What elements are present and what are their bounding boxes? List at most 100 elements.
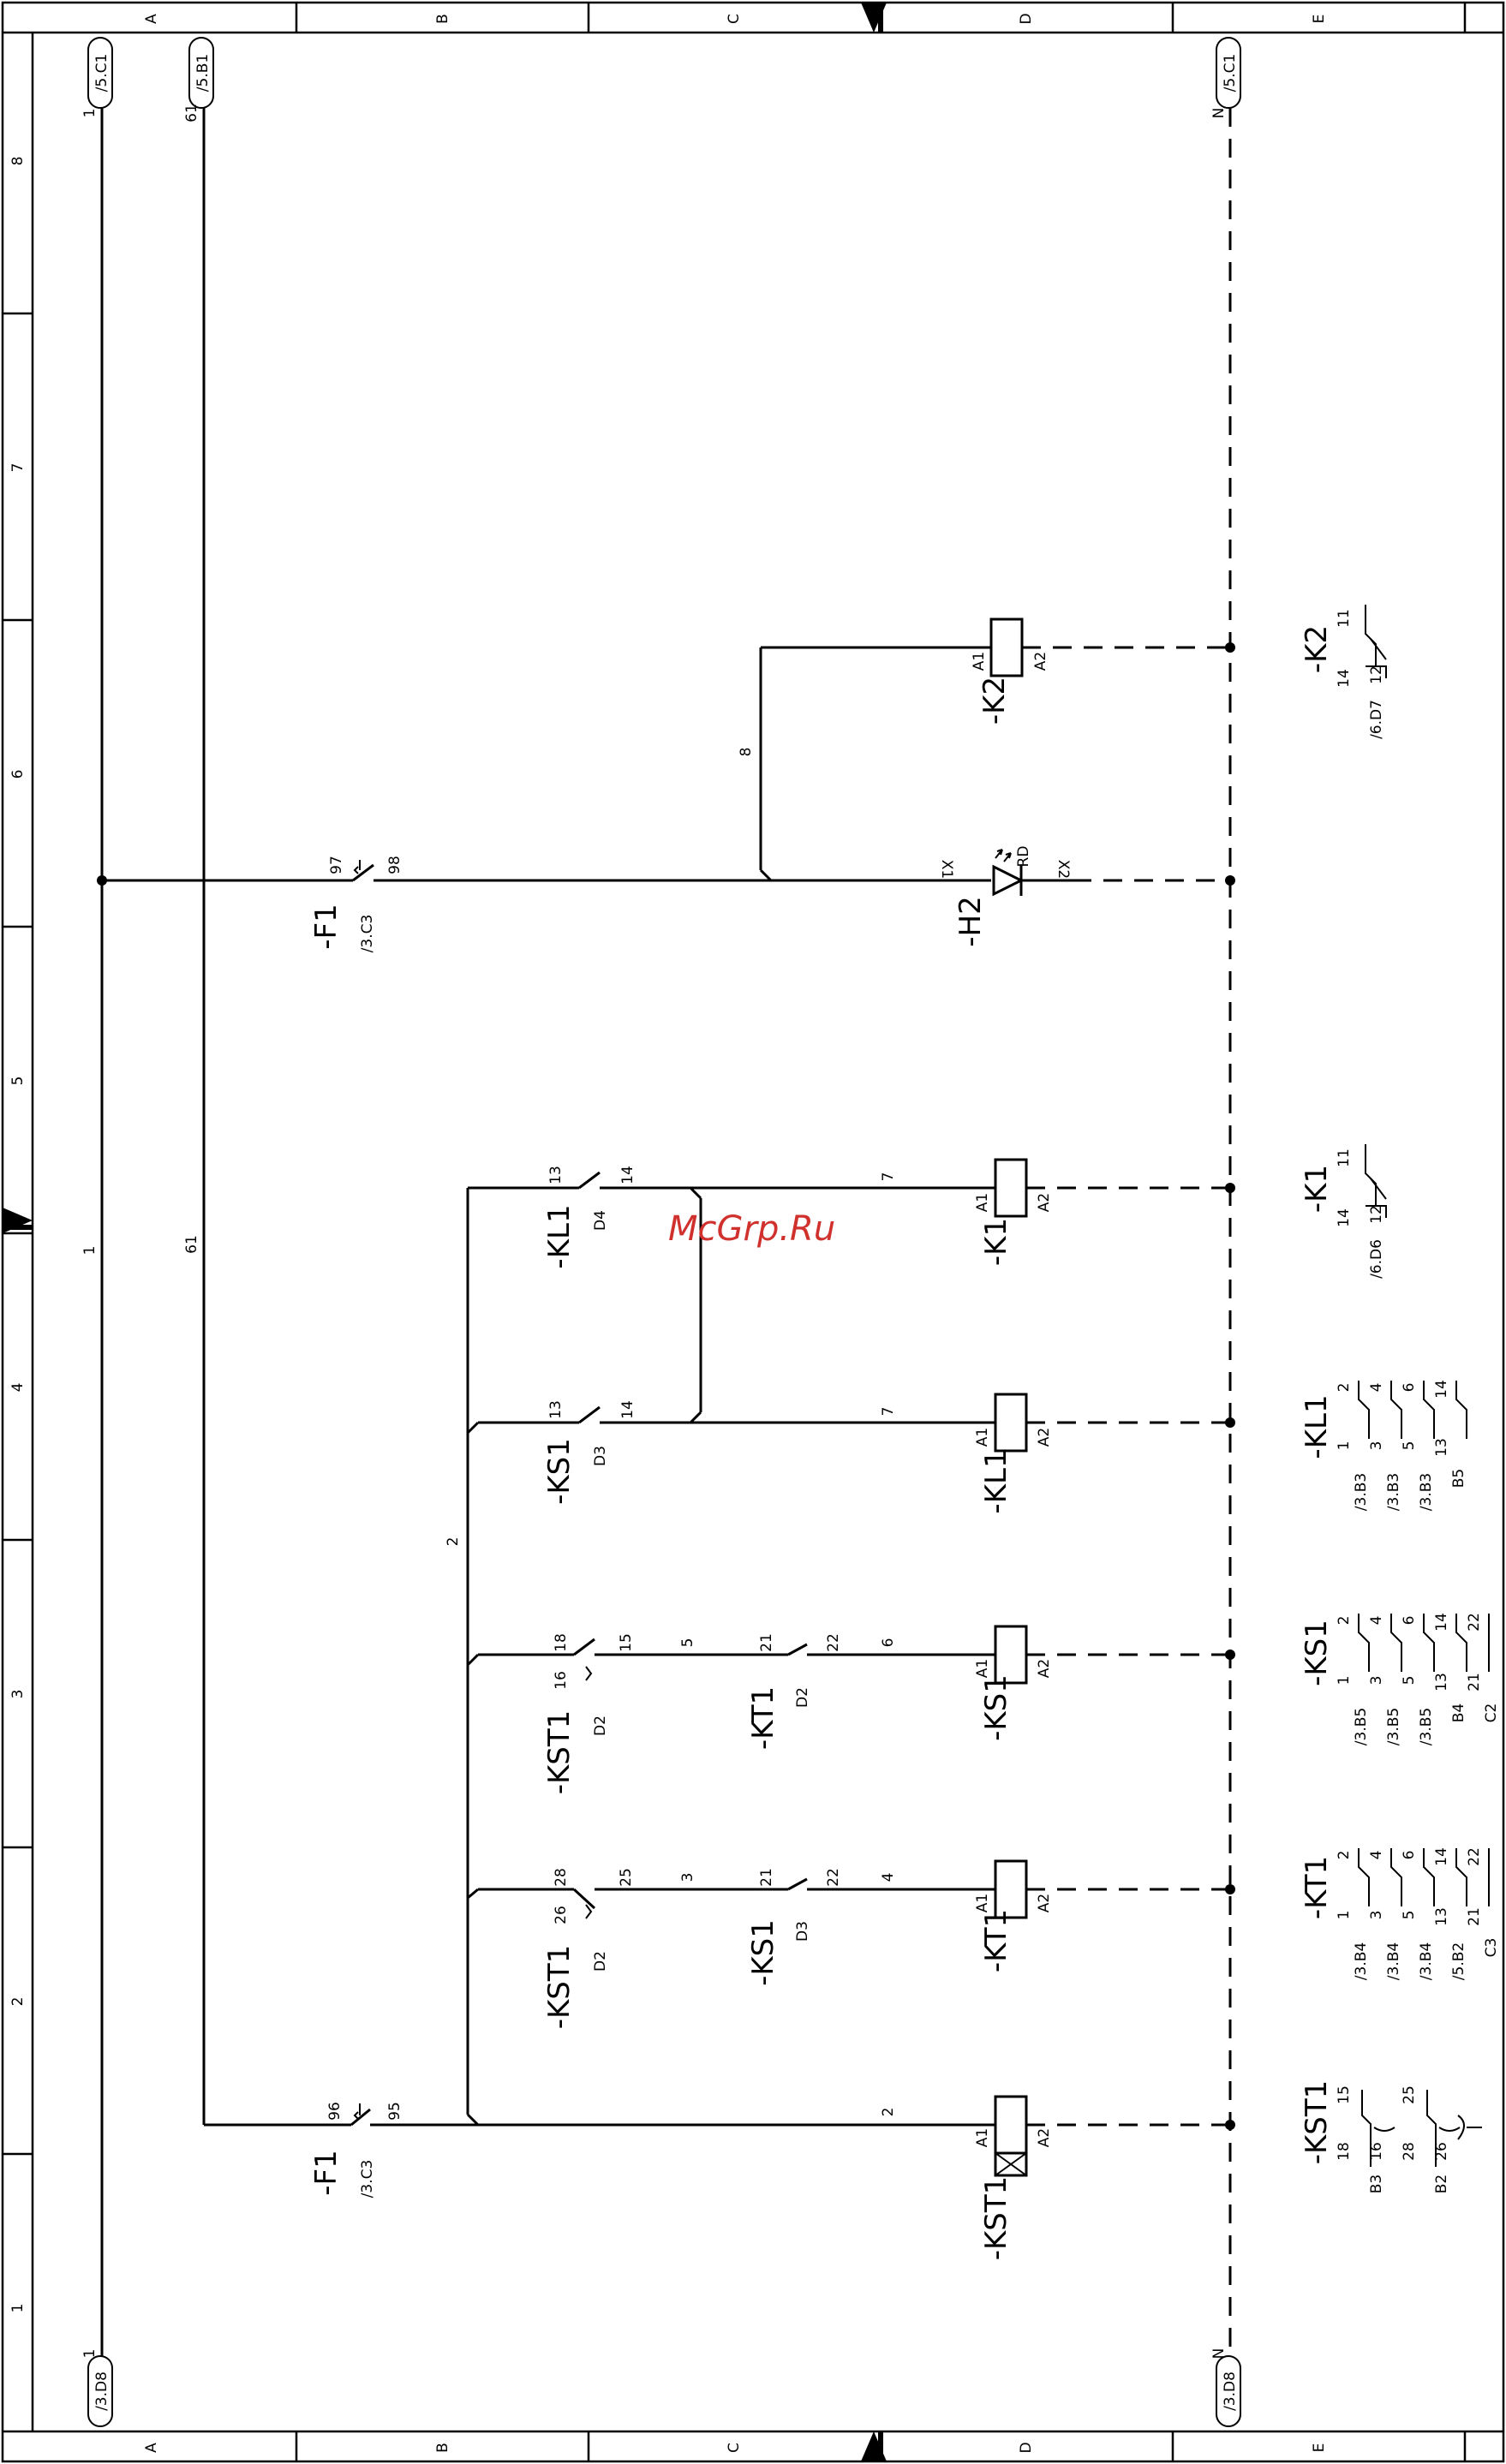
branch-ks1: 5 6 <box>466 1638 995 1681</box>
svg-text:-KST1: -KST1 <box>979 2176 1013 2261</box>
column-labels-bottom: A B C D E <box>143 2442 1328 2453</box>
svg-text:3: 3 <box>1368 1911 1385 1920</box>
svg-text:16: 16 <box>553 1671 570 1690</box>
svg-text:D2: D2 <box>592 1951 609 1972</box>
col-label: D <box>1018 13 1035 24</box>
svg-text:8: 8 <box>738 748 755 757</box>
svg-text:1: 1 <box>1336 1676 1353 1685</box>
svg-text:B2: B2 <box>1433 2175 1450 2193</box>
col-label: A <box>143 14 160 24</box>
svg-text:A2: A2 <box>1036 2128 1053 2147</box>
coil-kt1: A1 A2 -KT1 <box>974 1859 1235 1972</box>
svg-text:18: 18 <box>553 1633 570 1652</box>
svg-text:96: 96 <box>326 2102 344 2121</box>
svg-text:21: 21 <box>758 1633 775 1652</box>
svg-text:/5.B2: /5.B2 <box>1450 1942 1467 1980</box>
svg-text:22: 22 <box>1466 1847 1483 1866</box>
svg-text:14: 14 <box>1433 1613 1450 1632</box>
svg-text:22: 22 <box>825 1633 842 1652</box>
row-label: 4 <box>9 1383 27 1393</box>
coil-k1: A1 A2 -K1 <box>974 1158 1235 1266</box>
svg-text:-K2: -K2 <box>1300 625 1334 673</box>
svg-text:1: 1 <box>81 109 99 118</box>
svg-text:1: 1 <box>1336 1911 1353 1920</box>
row-label: 6 <box>9 770 27 779</box>
svg-text:/6.D7: /6.D7 <box>1368 700 1385 739</box>
svg-text:A1: A1 <box>974 1659 991 1678</box>
svg-text:-KST1: -KST1 <box>542 1710 577 1795</box>
watermark: McGrp.Ru <box>668 1209 836 1249</box>
svg-text:/3.B5: /3.B5 <box>1353 1708 1370 1745</box>
svg-text:95: 95 <box>386 2102 403 2121</box>
contact-ks1-2: 21 22 D3 -KS1 <box>746 1868 842 1986</box>
svg-text:-K1: -K1 <box>1300 1165 1334 1213</box>
svg-text:/3.B5: /3.B5 <box>1418 1708 1435 1745</box>
col-label: E <box>1311 15 1328 24</box>
svg-text:14: 14 <box>1433 1380 1450 1399</box>
xref-kt1: -KT1 2 4 6 14 22 1 3 5 13 21 /3.B4 /3.B4… <box>1300 1847 1500 1980</box>
svg-text:-KS1: -KS1 <box>1300 1620 1334 1686</box>
svg-text:15: 15 <box>618 1633 635 1652</box>
svg-text:A1: A1 <box>974 1193 991 1212</box>
row-label: 5 <box>9 1077 27 1086</box>
svg-text:A2: A2 <box>1036 1659 1053 1678</box>
svg-text:98: 98 <box>386 856 403 874</box>
coil-kl1: A1 A2 -KL1 <box>974 1393 1235 1514</box>
svg-text:4: 4 <box>1368 1616 1385 1626</box>
svg-text:RD: RD <box>1015 846 1032 868</box>
svg-text:D4: D4 <box>592 1210 609 1231</box>
svg-text:B3: B3 <box>1368 2175 1385 2193</box>
coil-ks1: A1 A2 -KS1 <box>974 1625 1235 1741</box>
svg-text:13: 13 <box>547 1400 565 1419</box>
col-label: B <box>434 2443 451 2453</box>
svg-text:4: 4 <box>1368 1851 1385 1860</box>
row-label: 1 <box>9 2304 27 2313</box>
svg-text:/3.B3: /3.B3 <box>1353 1473 1370 1511</box>
svg-text:-KT1: -KT1 <box>1300 1856 1334 1919</box>
svg-text:4: 4 <box>1368 1383 1385 1393</box>
xref-kl1: -KL1 2 4 6 14 1 3 5 13 /3.B3 /3.B3 /3.B3… <box>1300 1380 1467 1511</box>
coil-kst1: A1 A2 -KST1 <box>974 2095 1235 2261</box>
svg-text:21: 21 <box>1466 1907 1483 1926</box>
rail-1: 1 1 1 <box>81 108 104 2358</box>
svg-text:15: 15 <box>1336 2085 1353 2104</box>
svg-text:/3.C3: /3.C3 <box>359 915 376 953</box>
svg-text:5: 5 <box>1401 1911 1418 1920</box>
svg-text:14: 14 <box>1336 1208 1353 1227</box>
svg-text:/5.C1: /5.C1 <box>1222 54 1239 92</box>
circuit-feed-bus2: 2 2 <box>204 1188 995 2127</box>
svg-text:-KL1: -KL1 <box>1300 1394 1334 1459</box>
svg-text:-K1: -K1 <box>979 1218 1013 1266</box>
svg-text:2: 2 <box>1336 1616 1353 1626</box>
svg-text:-KST1: -KST1 <box>1300 2080 1334 2165</box>
contact-kl1: 13 14 D4 -KL1 <box>542 1166 636 1268</box>
svg-text:5: 5 <box>1401 1441 1418 1451</box>
svg-text:22: 22 <box>825 1868 842 1887</box>
col-label: E <box>1311 2443 1328 2453</box>
svg-text:13: 13 <box>1433 1438 1450 1457</box>
lamp-h2: X1 RD X2 -H2 <box>938 846 1235 947</box>
svg-text:/3.B3: /3.B3 <box>1418 1473 1435 1511</box>
svg-text:7: 7 <box>880 1172 897 1182</box>
svg-text:5: 5 <box>679 1638 696 1648</box>
svg-text:2: 2 <box>445 1537 462 1547</box>
contact-kst1-2: 26 28 25 D2 -KST1 <box>542 1868 635 2029</box>
svg-text:-F1: -F1 <box>309 904 344 949</box>
svg-text:-KL1: -KL1 <box>542 1204 577 1268</box>
svg-text:A2: A2 <box>1036 1428 1053 1447</box>
svg-text:14: 14 <box>1336 669 1353 688</box>
svg-text:C3: C3 <box>1483 1938 1500 1958</box>
svg-text:2: 2 <box>1336 1383 1353 1393</box>
svg-text:3: 3 <box>1368 1441 1385 1451</box>
xref-kst1: -KST1 15 25 18 16 28 26 B3 B2 <box>1300 2080 1482 2193</box>
svg-text:/3.C3: /3.C3 <box>359 2160 376 2199</box>
svg-text:/3.D8: /3.D8 <box>93 2372 111 2411</box>
circuit-h2-k2: 8 <box>97 646 991 886</box>
svg-text:21: 21 <box>1466 1673 1483 1691</box>
svg-text:25: 25 <box>618 1868 635 1887</box>
contact-kst1-1: 16 18 15 D2 -KST1 <box>542 1633 635 1794</box>
svg-text:6: 6 <box>1401 1616 1418 1626</box>
contact-kt1: 21 22 D2 -KT1 <box>746 1633 842 1750</box>
svg-text:12: 12 <box>1368 665 1385 684</box>
svg-text:D3: D3 <box>592 1446 609 1466</box>
